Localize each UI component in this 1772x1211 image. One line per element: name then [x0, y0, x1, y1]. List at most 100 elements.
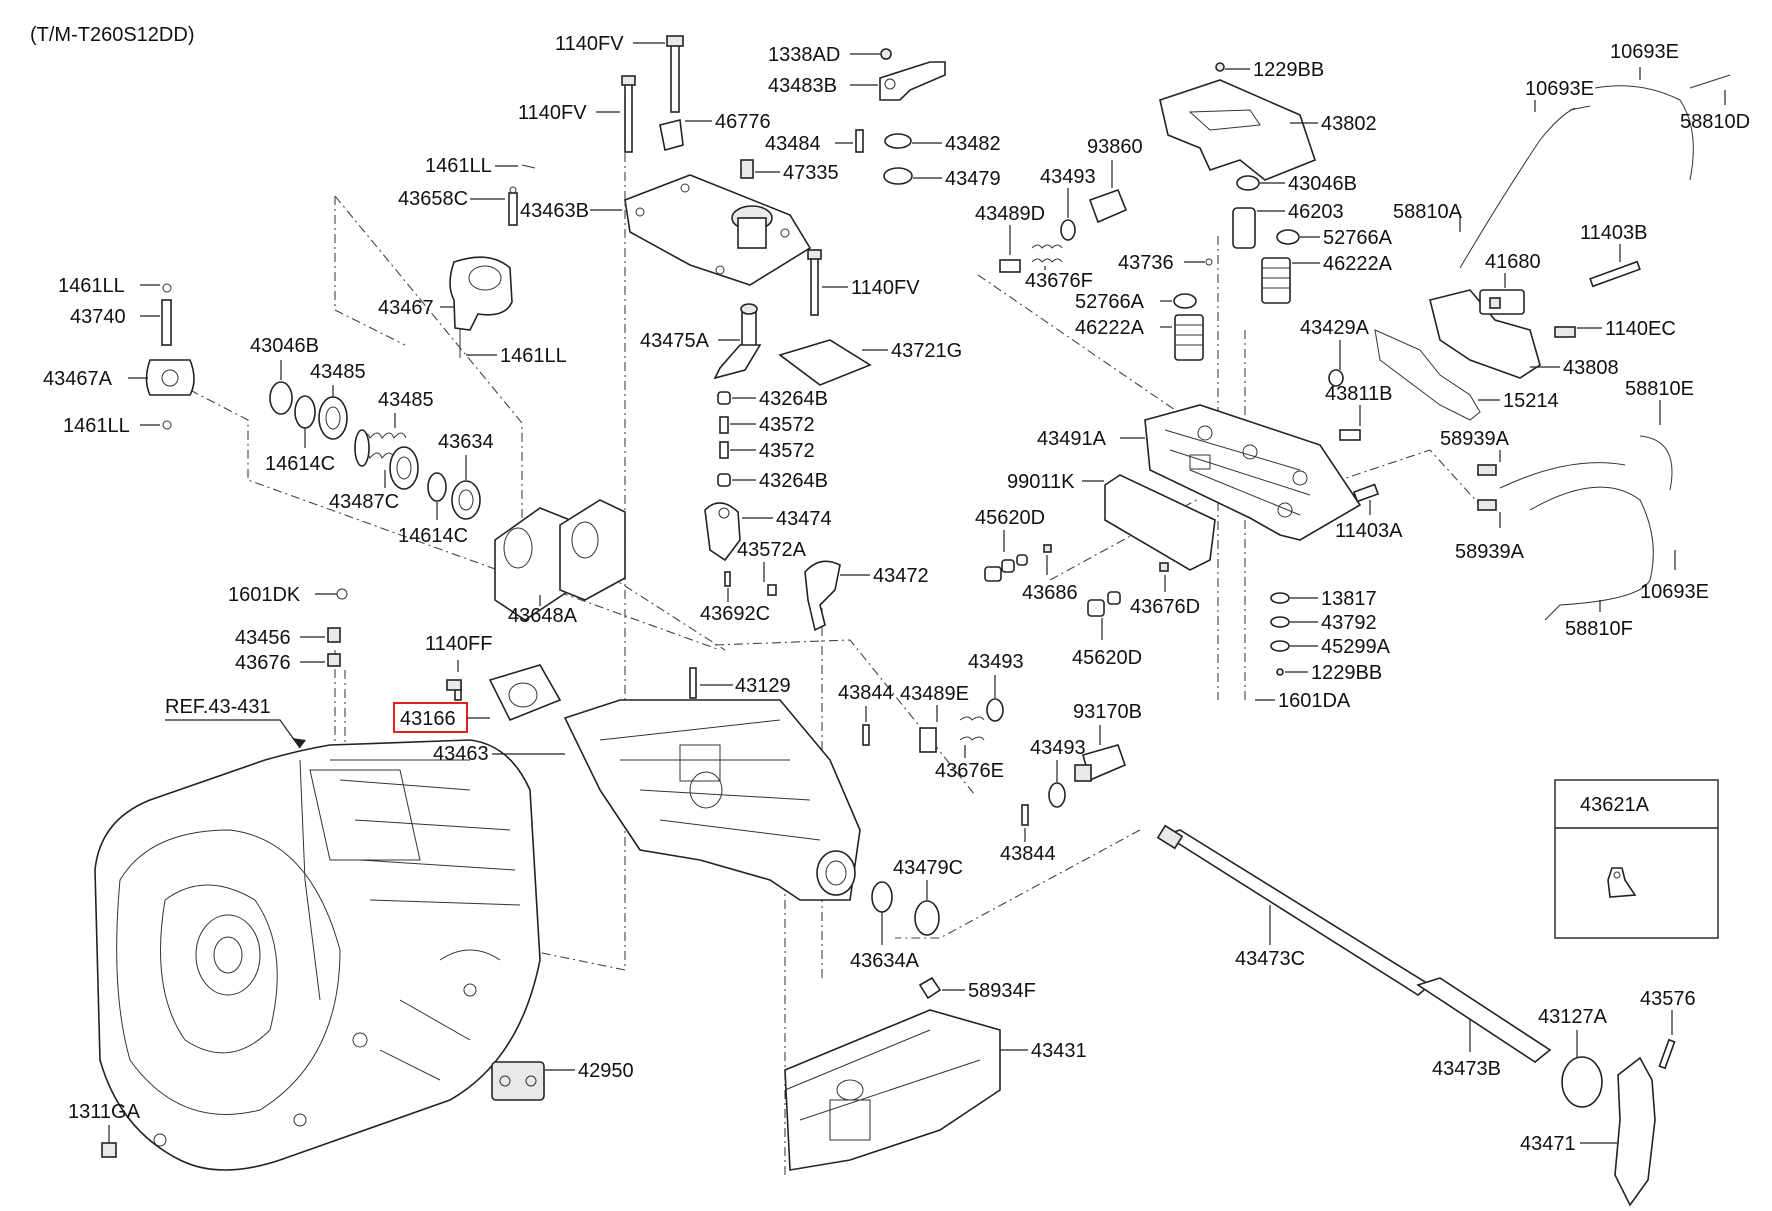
- inset-box-43621A: 43621A: [1554, 779, 1719, 939]
- ref-label: REF.43-431: [165, 696, 271, 718]
- label-46222A-a: 46222A: [1323, 253, 1393, 275]
- label-43467A: 43467A: [43, 368, 113, 390]
- label-1140FV-a: 1140FV: [555, 33, 624, 55]
- label-1311GA: 1311GA: [68, 1101, 141, 1123]
- label-43264B-a: 43264B: [759, 388, 828, 410]
- label-43736: 43736: [1118, 252, 1174, 274]
- bolt-1140FF: [446, 679, 462, 701]
- label-46203: 46203: [1288, 201, 1344, 223]
- ring-45299A: [1270, 640, 1290, 652]
- label-45299A: 45299A: [1321, 636, 1391, 658]
- lever-43471: [1614, 1056, 1656, 1207]
- label-43648A: 43648A: [508, 605, 578, 627]
- label-14614C-b: 14614C: [398, 525, 468, 547]
- sleeve-43473B: [1416, 977, 1552, 1063]
- label-43475A: 43475A: [640, 330, 710, 352]
- label-43463B: 43463B: [520, 200, 589, 222]
- label-1461LL-top: 1461LL: [425, 155, 492, 177]
- label-43431: 43431: [1031, 1040, 1087, 1062]
- label-11403A: 11403A: [1335, 520, 1403, 542]
- pin-stack: [717, 391, 731, 487]
- label-43467: 43467: [378, 297, 434, 319]
- label-1229BB-b: 1229BB: [1311, 662, 1382, 684]
- plug-43456: [327, 627, 341, 643]
- label-1338AD: 1338AD: [768, 44, 840, 66]
- label-43474: 43474: [776, 508, 832, 530]
- label-43676D: 43676D: [1130, 596, 1200, 618]
- cover-43802: [1159, 79, 1316, 181]
- label-43572-b: 43572: [759, 440, 815, 462]
- label-43811B: 43811B: [1325, 383, 1392, 405]
- label-43129: 43129: [735, 675, 791, 697]
- label-43676E: 43676E: [935, 760, 1004, 782]
- label-43489D: 43489D: [975, 203, 1045, 225]
- gasket-43166: [488, 664, 562, 722]
- shift-head-43474: [704, 502, 777, 596]
- label-93170B: 93170B: [1073, 701, 1142, 723]
- label-1229BB-a: 1229BB: [1253, 59, 1324, 81]
- detent-set-E: [919, 698, 1004, 753]
- bushing-43127A: [1561, 1056, 1603, 1108]
- label-45620D-b: 45620D: [1072, 647, 1142, 669]
- label-43493-c: 43493: [1030, 737, 1086, 759]
- bolt-1311GA: [101, 1142, 117, 1158]
- label-43046B-right: 43046B: [1288, 173, 1357, 195]
- pipes-10693E: [1459, 74, 1731, 621]
- label-14614C-a: 14614C: [265, 453, 335, 475]
- actuator-43431: [784, 1009, 1001, 1171]
- vent-47335: [740, 159, 754, 179]
- label-42950: 42950: [578, 1060, 634, 1082]
- label-41680: 41680: [1485, 251, 1541, 273]
- label-13817: 13817: [1321, 588, 1377, 610]
- label-58934F: 58934F: [968, 980, 1036, 1002]
- label-43493-b: 43493: [1040, 166, 1096, 188]
- label-43491A: 43491A: [1037, 428, 1107, 450]
- mount-42950: [491, 1061, 545, 1101]
- switch-93860: [1088, 188, 1128, 224]
- label-46776: 46776: [715, 111, 771, 133]
- label-43489E: 43489E: [900, 683, 969, 705]
- label-99011K: 99011K: [1007, 471, 1075, 493]
- label-10693E-b: 10693E: [1610, 41, 1679, 63]
- bolt-11403B: [1589, 260, 1641, 288]
- label-43483B: 43483B: [768, 75, 837, 97]
- label-47335: 47335: [783, 162, 839, 184]
- plug-43489D: [999, 259, 1021, 273]
- valve-body-43491A: [1144, 404, 1362, 541]
- label-58810F: 58810F: [1565, 618, 1633, 640]
- label-58810A: 58810A: [1393, 201, 1463, 223]
- clip-46776: [659, 119, 684, 152]
- washer-13817: [1270, 592, 1290, 604]
- label-43046B-left: 43046B: [250, 335, 319, 357]
- label-43676F: 43676F: [1025, 270, 1093, 292]
- bolts-1140FV: [621, 35, 822, 316]
- label-52766A-b: 52766A: [1075, 291, 1145, 313]
- ring-43046B-right: [1236, 175, 1260, 191]
- label-1140EC: 1140EC: [1605, 318, 1676, 340]
- plug-43686: [1043, 544, 1052, 553]
- cover-43463B: [624, 174, 812, 286]
- seal-43479C: [914, 900, 940, 936]
- pin-43844-a: [862, 724, 870, 746]
- label-10693E-a: 10693E: [1525, 78, 1594, 100]
- bolt-11403A: [1352, 483, 1380, 503]
- label-43473B: 43473B: [1432, 1058, 1501, 1080]
- connector-58939A-a: [1477, 464, 1497, 476]
- label-43844-b: 43844: [1000, 843, 1056, 865]
- label-43802: 43802: [1321, 113, 1377, 135]
- switch-93170B: [1074, 744, 1127, 782]
- label-43471: 43471: [1520, 1133, 1576, 1155]
- valves-45620D-b: [1087, 562, 1169, 617]
- screw-1229BB-a: [1215, 62, 1225, 72]
- housing-43463: [563, 699, 861, 901]
- label-43485-a: 43485: [310, 361, 366, 383]
- label-1601DK: 1601DK: [228, 584, 301, 606]
- bracket-43483B: [879, 48, 946, 101]
- label-43658C: 43658C: [398, 188, 468, 210]
- label-46222A-b: 46222A: [1075, 317, 1145, 339]
- washer-43792: [1270, 616, 1290, 628]
- washer-43493-b: [1060, 219, 1076, 241]
- label-43479C: 43479C: [893, 857, 963, 879]
- label-15214: 15214: [1503, 390, 1559, 412]
